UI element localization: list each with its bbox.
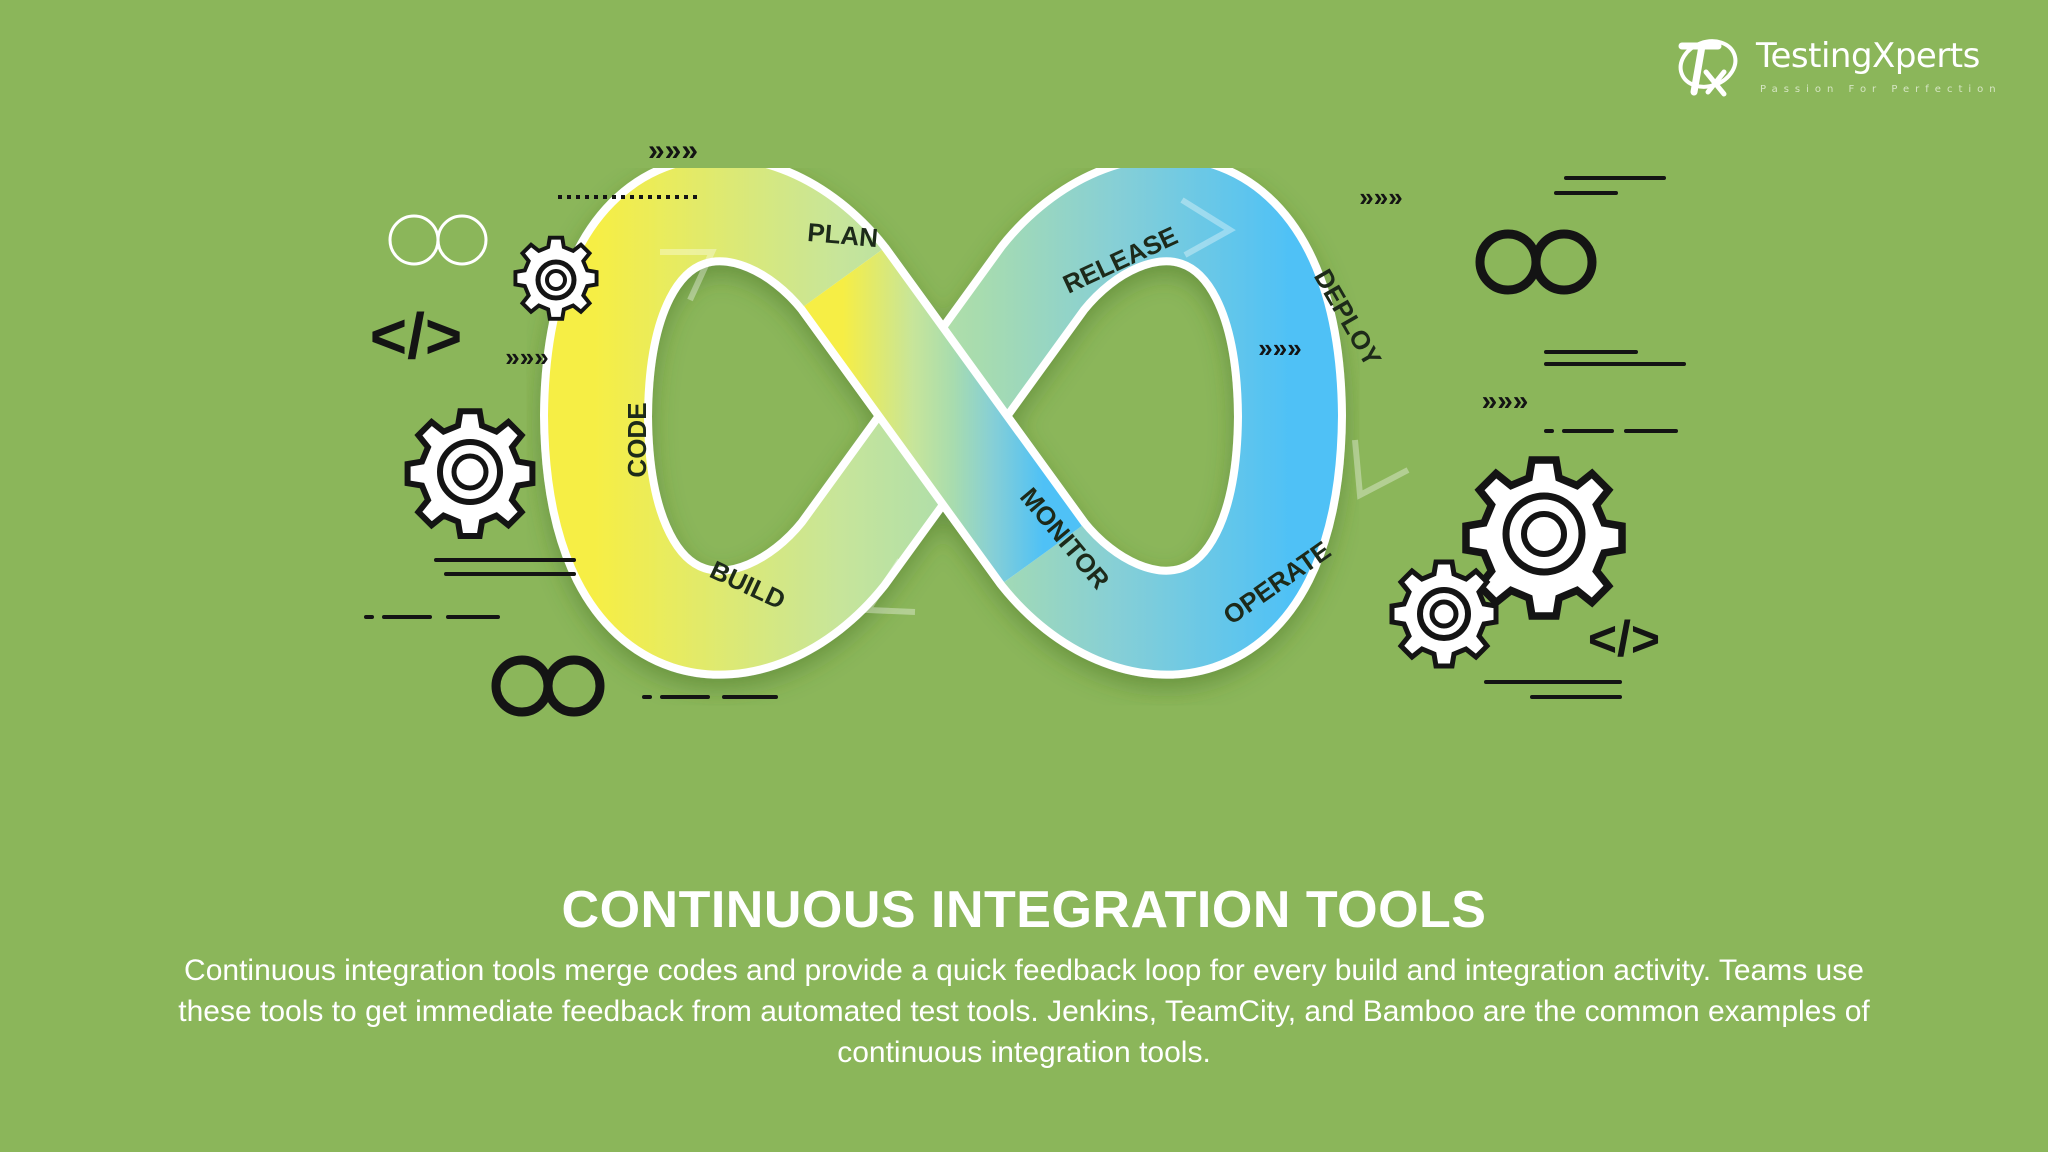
- stage-label-plan: PLAN: [806, 217, 879, 253]
- code-brackets-icon: </>: [370, 300, 463, 372]
- gear-icon: [1466, 460, 1622, 616]
- gear-icon: [515, 238, 596, 319]
- infinity-icon: [390, 216, 486, 264]
- stage-label-code: CODE: [622, 402, 652, 477]
- chevron-arrows-icon: »»»: [648, 134, 698, 167]
- gear-icon: [1392, 562, 1496, 666]
- code-brackets-icon: </>: [1588, 611, 1660, 667]
- chevron-arrows-icon: »»»: [1258, 333, 1301, 363]
- chevron-arrows-icon: »»»: [1359, 182, 1402, 212]
- infinity-icon: [496, 660, 600, 712]
- gear-icon: [408, 411, 533, 536]
- chevron-arrows-icon: »»»: [1482, 385, 1529, 416]
- infinity-icon: [1480, 234, 1592, 290]
- page-description: Continuous integration tools merge codes…: [170, 950, 1878, 1073]
- page-title: CONTINUOUS INTEGRATION TOOLS: [0, 880, 2048, 940]
- chevron-arrows-icon: »»»: [505, 342, 548, 372]
